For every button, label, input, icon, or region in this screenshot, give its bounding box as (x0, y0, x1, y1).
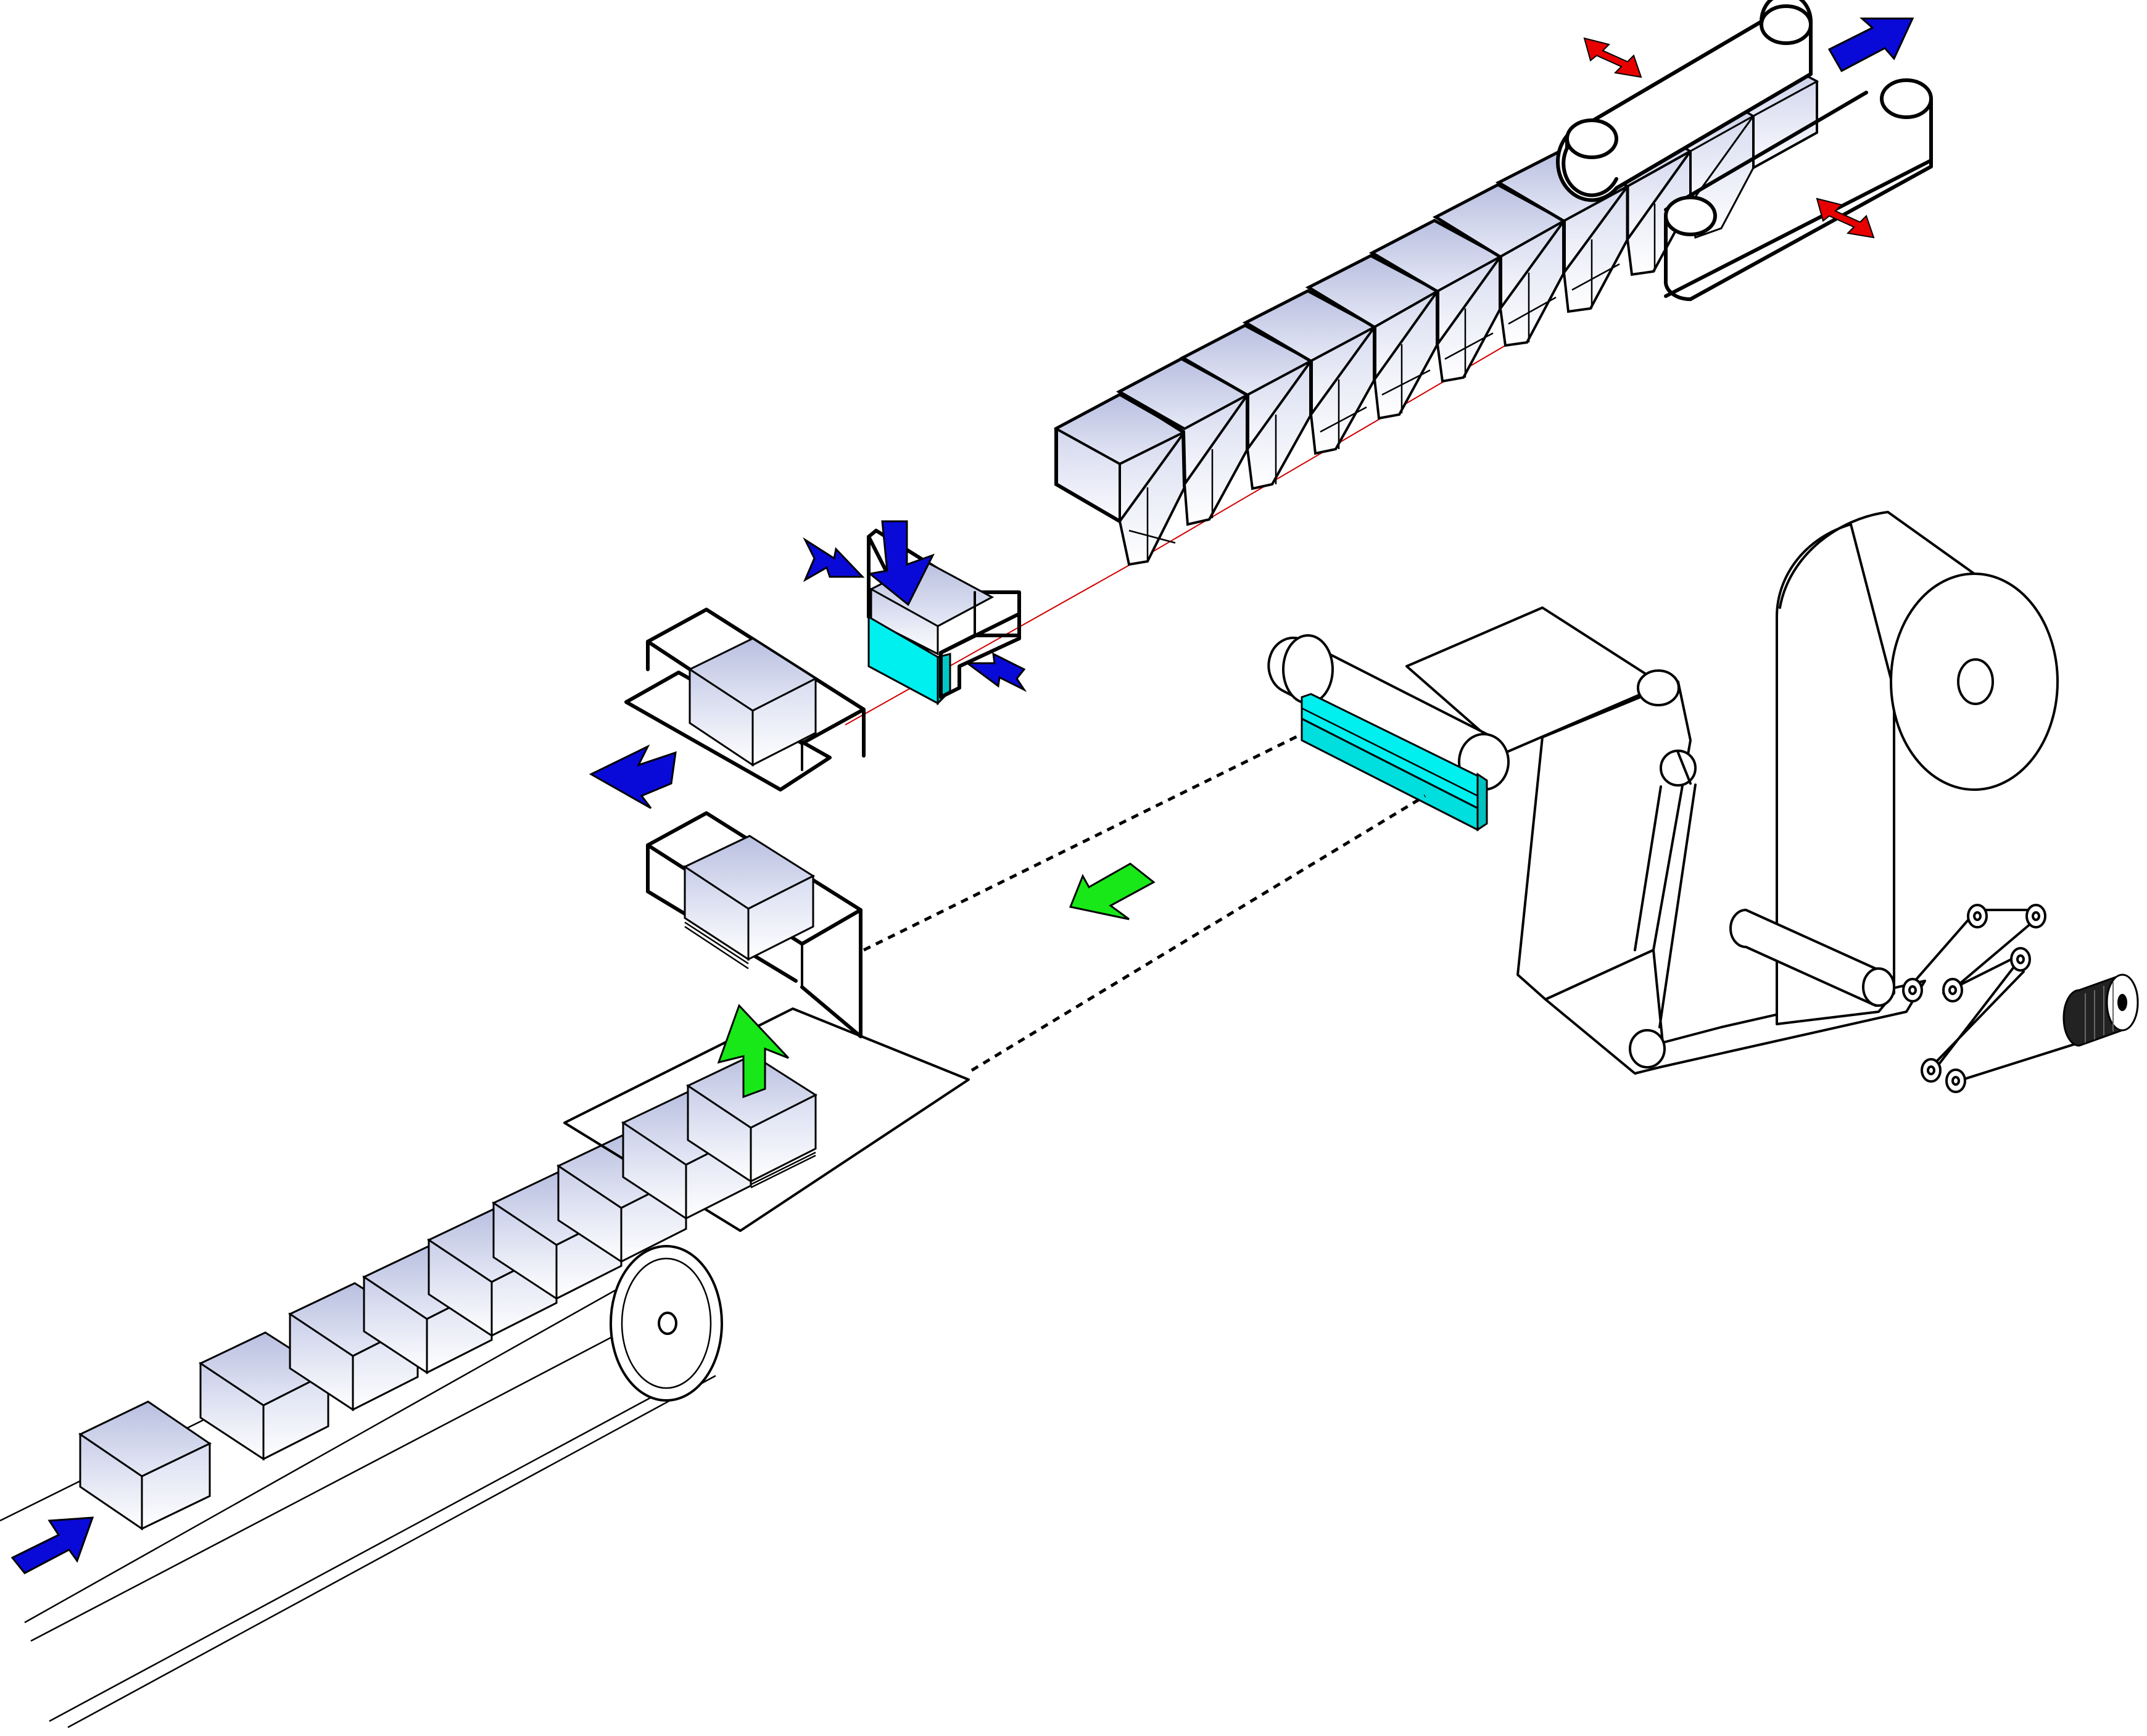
feed-arrow-icon (589, 744, 677, 809)
wrapped-product (682, 835, 816, 970)
tension-roller (1902, 978, 1923, 1002)
press-arrow-icon (803, 537, 865, 582)
tension-roller (1921, 1058, 1942, 1083)
tension-roller (1942, 978, 1963, 1002)
outfeed-belt-lower (1663, 78, 1933, 302)
film-feed-path (863, 732, 1426, 1072)
knurled-drive-roller-icon (2062, 973, 2139, 1047)
film-roller (1729, 909, 1895, 1007)
wrapped-package (1116, 357, 1251, 526)
folding-station-upper (624, 608, 866, 792)
wrapped-package (1368, 218, 1504, 383)
wrapped-package (1242, 289, 1378, 455)
tension-roller (2025, 904, 2046, 928)
tension-roller (2010, 947, 2031, 972)
film-transfer-arrow-icon (1069, 862, 1156, 920)
adjust-arrow-icon (1583, 37, 1642, 78)
press-arrow-icon (867, 520, 935, 606)
press-arrow-icon (964, 652, 1027, 692)
outfeed-belt-upper (1555, 0, 1813, 202)
wrapped-package (1179, 323, 1314, 490)
infeed-products (78, 1134, 689, 1531)
conveyor-end-pulley (610, 1245, 723, 1402)
outfeed-arrow-icon (1827, 17, 1914, 73)
adjust-arrow-icon (1816, 197, 1875, 239)
tension-roller (1945, 1068, 1966, 1093)
infeed-arrow-icon (10, 1516, 94, 1574)
product-box (198, 1331, 331, 1461)
film-roller (1637, 669, 1680, 706)
film-roller (1629, 1029, 1666, 1068)
tension-roller-set (1902, 904, 2139, 1093)
wrapped-product (687, 637, 818, 767)
folding-station-lower (646, 811, 863, 1038)
film-roll (1779, 511, 2059, 791)
wrapped-package (1053, 392, 1188, 566)
lift-arrow-icon (717, 1004, 790, 1099)
cutter-bar (1301, 693, 1488, 832)
product-box (78, 1400, 212, 1531)
film-unwind-unit (1405, 511, 2059, 1075)
tension-roller (1967, 904, 1988, 928)
